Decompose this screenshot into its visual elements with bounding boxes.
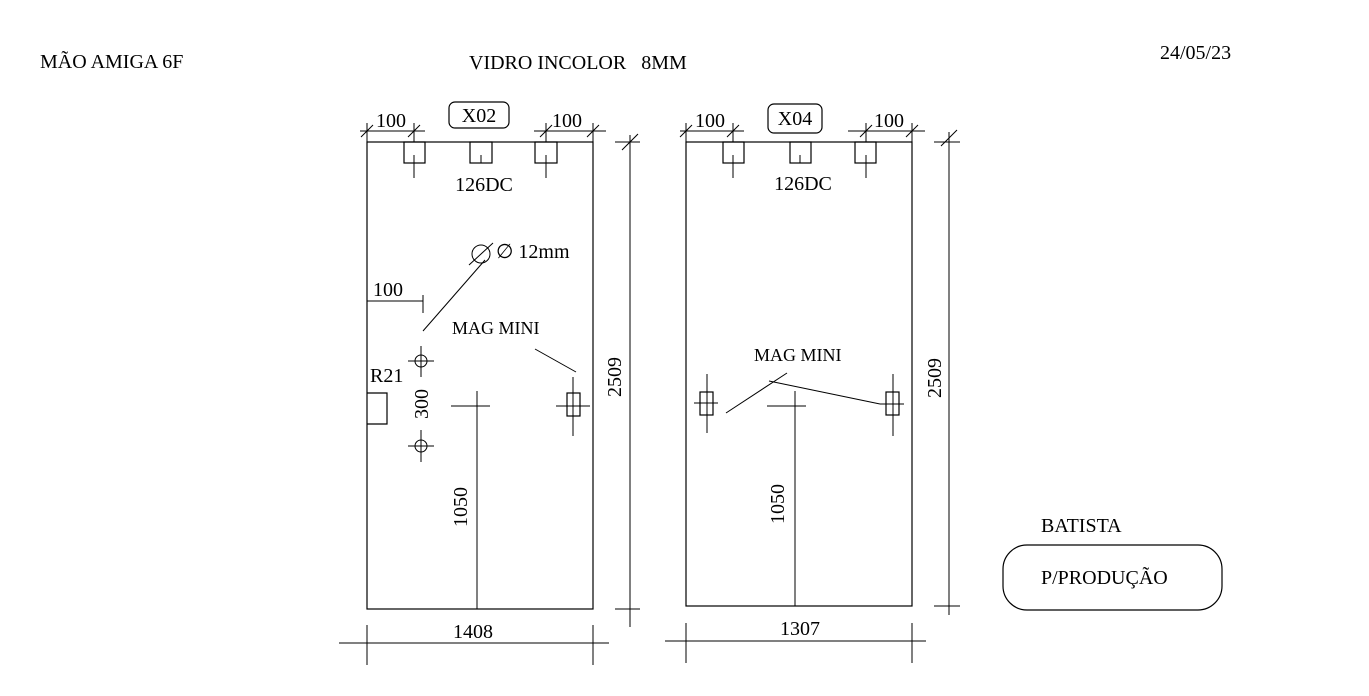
hole-diameter: ∅ 12mm bbox=[496, 241, 570, 263]
client-name: MÃO AMIGA 6F bbox=[40, 49, 183, 73]
mag-label: MAG MINI bbox=[452, 318, 540, 338]
panel-id: X02 bbox=[462, 105, 496, 127]
mag-label: MAG MINI bbox=[754, 345, 842, 365]
glass-outline bbox=[685, 141, 913, 607]
hinge-offset-left: 100 bbox=[695, 110, 725, 132]
notch-cutout bbox=[367, 392, 388, 425]
diameter-icon bbox=[471, 244, 491, 264]
panel-width: 1307 bbox=[780, 618, 820, 640]
panel-height: 2509 bbox=[604, 357, 626, 397]
notch-label: R21 bbox=[370, 365, 403, 387]
hinge-code: 126DC bbox=[455, 174, 513, 196]
panel-id-box bbox=[448, 101, 510, 129]
panel-id-box bbox=[767, 103, 823, 134]
handle-height: 1050 bbox=[767, 484, 789, 524]
status-label: P/PRODUÇÃO bbox=[1041, 565, 1168, 589]
handle-height: 1050 bbox=[450, 487, 472, 527]
panel-x02: X02 100 100 126DC ∅ 12mm 100 bbox=[339, 101, 640, 665]
panel-height: 2509 bbox=[924, 358, 946, 398]
panel-id: X04 bbox=[778, 108, 812, 130]
hinge-code: 126DC bbox=[774, 173, 832, 195]
status-box bbox=[1002, 544, 1223, 611]
hinge-offset-right: 100 bbox=[874, 110, 904, 132]
hinge-offset-left: 100 bbox=[376, 110, 406, 132]
hole-offset: 100 bbox=[373, 279, 403, 301]
panel-width: 1408 bbox=[453, 621, 493, 643]
material-spec: VIDRO INCOLOR 8MM bbox=[469, 52, 687, 74]
hole-spacing: 300 bbox=[411, 389, 433, 419]
hinge-offset-right: 100 bbox=[552, 110, 582, 132]
panel-x04: X04 100 100 126DC MAG MINI 1050 bbox=[665, 103, 960, 663]
author-name: BATISTA bbox=[1041, 515, 1122, 537]
date: 24/05/23 bbox=[1160, 42, 1231, 64]
